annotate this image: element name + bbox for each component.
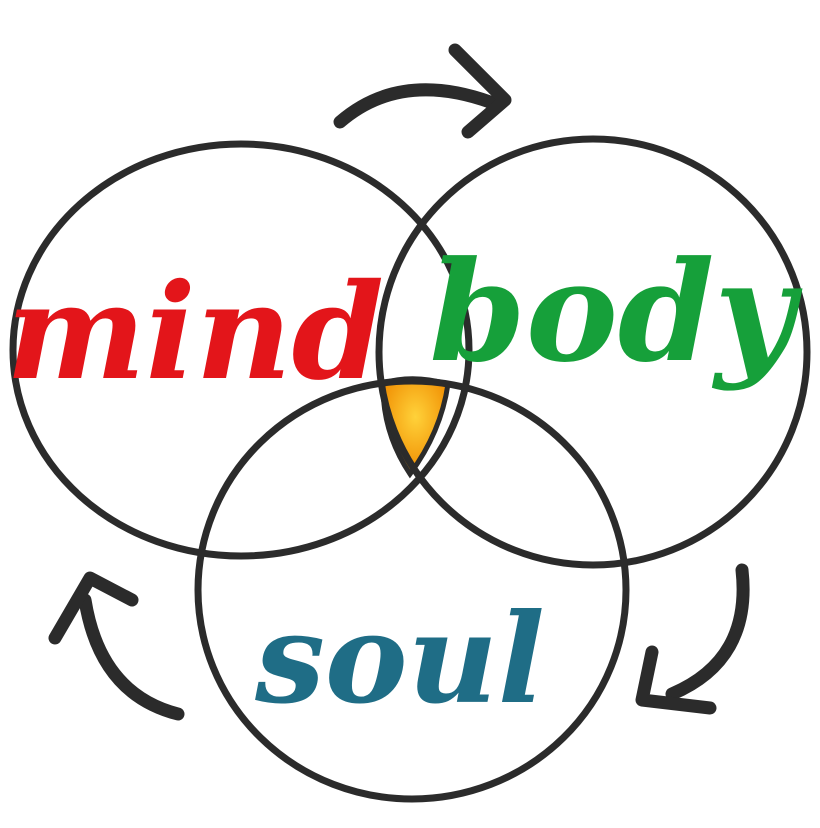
arrow-right-icon xyxy=(635,563,750,715)
mind-circle xyxy=(9,140,473,560)
arrow-top-icon xyxy=(333,43,512,139)
arrow-left-icon xyxy=(48,571,185,721)
soul-circle xyxy=(194,377,630,803)
label-soul: soul xyxy=(254,587,545,732)
label-mind: mind xyxy=(6,255,384,410)
label-body: body xyxy=(429,230,803,393)
body-circle xyxy=(375,135,811,569)
